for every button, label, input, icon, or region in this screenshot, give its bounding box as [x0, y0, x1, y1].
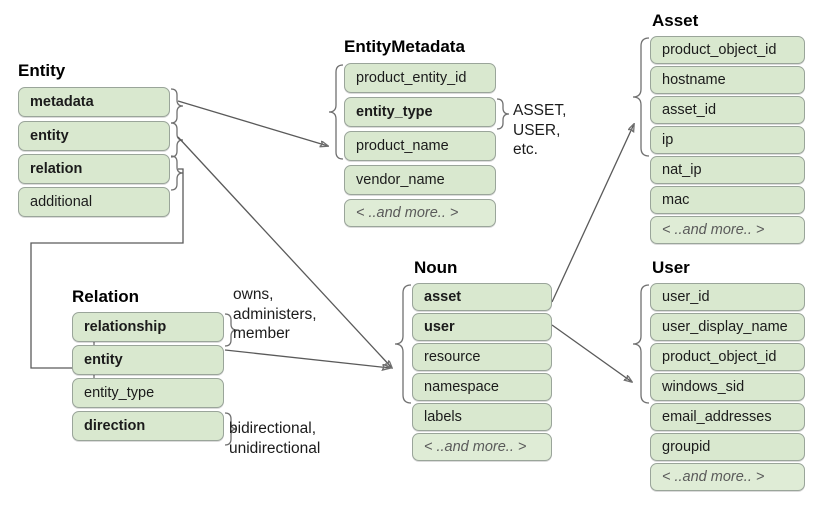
field-user-groupid[interactable]: groupid: [650, 433, 805, 461]
field-asset-ip[interactable]: ip: [650, 126, 805, 154]
annotation-relationship-values: owns, administers, member: [233, 286, 317, 342]
field-user-windows-sid[interactable]: windows_sid: [650, 373, 805, 401]
field-asset-hostname[interactable]: hostname: [650, 66, 805, 94]
group-title-relation: Relation: [72, 287, 140, 306]
brace-entity-metadata: [170, 88, 184, 124]
field-entitymetadata-more[interactable]: < ..and more.. >: [344, 199, 496, 227]
field-relation-relationship[interactable]: relationship: [72, 312, 224, 342]
group-title-noun: Noun: [414, 258, 458, 277]
brace-entitymetadata-entity-type: [496, 98, 510, 130]
field-asset-nat-ip[interactable]: nat_ip: [650, 156, 805, 184]
field-noun-labels[interactable]: labels: [412, 403, 552, 431]
field-user-user-id[interactable]: user_id: [650, 283, 805, 311]
field-user-more[interactable]: < ..and more.. >: [650, 463, 805, 491]
group-title-asset: Asset: [652, 11, 699, 30]
brace-user-left: [632, 284, 650, 404]
field-entitymetadata-product-name[interactable]: product_name: [344, 131, 496, 161]
group-title-entity: Entity: [18, 61, 66, 80]
group-title-user: User: [652, 258, 690, 277]
brace-entity-relation: [170, 155, 184, 191]
arrow-metadata-to-entitymetadata: [177, 100, 328, 146]
field-asset-asset-id[interactable]: asset_id: [650, 96, 805, 124]
group-title-entitymetadata: EntityMetadata: [344, 37, 465, 56]
field-entitymetadata-product-entity-id[interactable]: product_entity_id: [344, 63, 496, 93]
field-noun-more[interactable]: < ..and more.. >: [412, 433, 552, 461]
field-asset-product-object-id[interactable]: product_object_id: [650, 36, 805, 64]
brace-entitymetadata-left: [328, 64, 344, 160]
arrow-noun-user-to-user: [551, 324, 632, 382]
field-entity-relation[interactable]: relation: [18, 154, 170, 184]
field-entity-metadata[interactable]: metadata: [18, 87, 170, 117]
field-entitymetadata-entity-type[interactable]: entity_type: [344, 97, 496, 127]
annotation-entity-type-values: ASSET, USER, etc.: [513, 102, 567, 158]
field-relation-direction[interactable]: direction: [72, 411, 224, 441]
brace-asset-left: [632, 37, 650, 157]
field-asset-more[interactable]: < ..and more.. >: [650, 216, 805, 244]
field-user-user-display-name[interactable]: user_display_name: [650, 313, 805, 341]
field-entity-additional[interactable]: additional: [18, 187, 170, 217]
field-noun-user[interactable]: user: [412, 313, 552, 341]
field-asset-mac[interactable]: mac: [650, 186, 805, 214]
field-entity-entity[interactable]: entity: [18, 121, 170, 151]
field-user-email-addresses[interactable]: email_addresses: [650, 403, 805, 431]
field-noun-asset[interactable]: asset: [412, 283, 552, 311]
field-relation-entity[interactable]: entity: [72, 345, 224, 375]
brace-noun-left: [394, 284, 412, 404]
field-noun-resource[interactable]: resource: [412, 343, 552, 371]
arrow-relationentity-to-noun: [224, 349, 390, 368]
field-relation-entity-type[interactable]: entity_type: [72, 378, 224, 408]
brace-entity-entity: [170, 122, 184, 158]
field-noun-namespace[interactable]: namespace: [412, 373, 552, 401]
annotation-direction-values: bidirectional, unidirectional: [229, 420, 321, 457]
field-entitymetadata-vendor-name[interactable]: vendor_name: [344, 165, 496, 195]
field-user-product-object-id[interactable]: product_object_id: [650, 343, 805, 371]
